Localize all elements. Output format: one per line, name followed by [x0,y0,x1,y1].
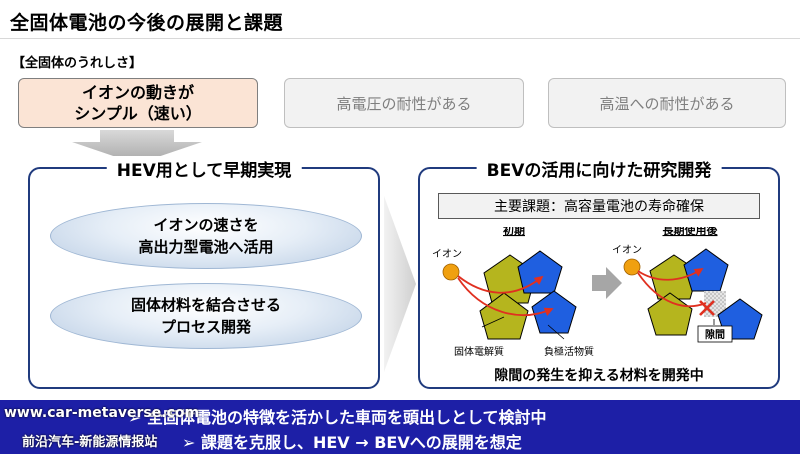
benefit-box-high-voltage: 高電圧の耐性がある [284,78,524,128]
bottom-banner: ➢ 全固体電池の特徴を活かした車両を頭出しとして検討中 ➢ 課題を克服し、HEV… [0,400,800,454]
ion-icon [623,258,641,276]
anode-particle [683,248,729,292]
main-issue-box: 主要課題：高容量電池の寿命確保 [438,193,760,219]
ellipse-2-line-2: プロセス開発 [160,318,251,336]
anode-particle [517,250,563,294]
electrolyte-label: 固体電解質 [454,345,504,358]
watermark-site: 前沿汽车-新能源情报站 [22,435,158,450]
benefit-line-1: イオンの動きが [81,83,194,102]
gap-label: 隙間 [705,328,725,341]
long-term-state-illustration: イオン 隙間 [612,244,763,343]
development-note: 隙間の発生を抑える材料を開発中 [494,368,704,384]
ellipse-2-line-1: 固体材料を結合させる [130,296,281,314]
transition-arrow-icon [592,267,622,299]
title-divider [0,38,800,39]
down-arrow-icon [72,130,202,164]
initial-state-illustration: イオン 固体電解質 負極活物質 [432,248,594,358]
banner-line-2: ➢ 課題を克服し、HEV → BEVへの展開を想定 [182,433,522,452]
ellipse-process-development: 固体材料を結合させる プロセス開発 [50,283,362,349]
bev-panel: BEVの活用に向けた研究開発 主要課題：高容量電池の寿命確保 初期 長期使用後 … [418,156,780,389]
section-label: 【全固体のうれしさ】 [12,56,143,71]
right-arrow-icon [384,196,416,372]
long-term-label: 長期使用後 [663,227,719,237]
banner-text-1: 全固体電池の特徴を活かした車両を頭出しとして検討中 [146,408,547,427]
page-title: 全固体電池の今後の展開と課題 [10,12,284,34]
ellipse-1-line-1: イオンの速さを [153,216,259,234]
ion-icon [442,263,460,281]
ion-label-initial: イオン [432,248,462,260]
benefit-box-ion-speed: イオンの動きが シンプル（速い） [18,78,258,128]
hev-panel-heading: HEV用として早期実現 [106,156,302,181]
electrolyte-particle [479,292,529,340]
benefit-box-high-temperature: 高温への耐性がある [548,78,786,128]
anode-label: 負極活物質 [544,345,594,358]
benefit-line-2: シンプル（速い） [74,104,202,123]
ellipse-high-output: イオンの速さを 高出力型電池へ活用 [50,203,362,269]
banner-text-2: 課題を克服し、HEV → BEVへの展開を想定 [200,433,522,452]
initial-label: 初期 [503,227,525,237]
blocked-x-icon [699,300,715,316]
watermark-url: www.car-metaverse.com [4,405,200,421]
banner-line-1: ➢ 全固体電池の特徴を活かした車両を頭出しとして検討中 [128,408,547,427]
anode-particle [531,290,577,334]
hev-panel: HEV用として早期実現 イオンの速さを 高出力型電池へ活用 固体材料を結合させる… [28,156,380,389]
bev-panel-heading: BEVの活用に向けた研究開発 [476,156,722,181]
degradation-diagram: 初期 長期使用後 イオン 固体電解質 負極活物質 イオン [432,227,763,358]
ion-label-long-term: イオン [612,244,642,256]
ellipse-1-line-2: 高出力型電池へ活用 [138,238,274,256]
